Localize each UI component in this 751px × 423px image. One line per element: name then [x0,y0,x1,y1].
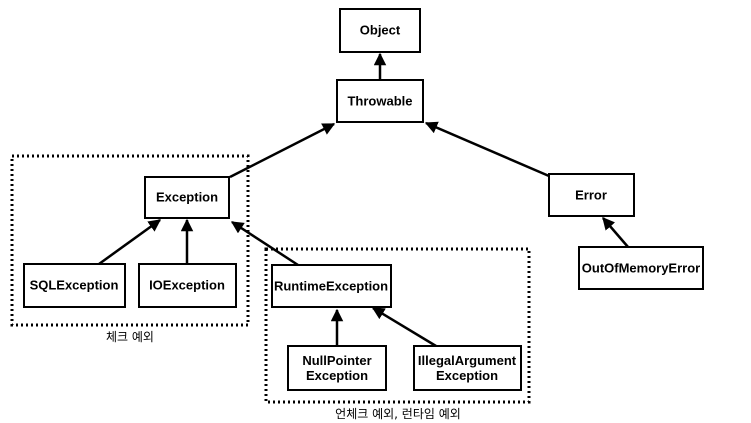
error-node-label: Error [575,188,607,203]
object-node-box [339,8,421,53]
exception-node: Exception [144,176,230,219]
object-node: Object [339,8,421,53]
nullpointerexception-node-box [287,345,387,391]
object-node-label: Object [360,23,401,38]
throwable-node: Throwable [336,79,424,123]
node-label-line: Exception [436,368,498,383]
edge-outofmemoryerror-to-error [602,217,629,248]
outofmemoryerror-node-label: OutOfMemoryError [582,261,700,276]
outofmemoryerror-node: OutOfMemoryError [578,246,704,290]
edge-runtimeexception-to-exception [230,220,299,267]
node-label-line: IOException [149,278,225,293]
sqlexception-node-label: SQLException [30,278,119,293]
edge-sqlexception-to-exception [98,218,162,266]
node-label-line: IllegalArgument [418,353,517,368]
outofmemoryerror-node-box [578,246,704,290]
checked-exception-group-label: 체크 예외 [106,330,154,344]
unchecked-exception-group-label: 언체크 예외, 런타임 예외 [335,407,461,421]
ioexception-node: IOException [138,263,237,308]
ioexception-node-box [138,263,237,308]
exception-node-box [144,176,230,219]
error-node-box [548,173,635,217]
throwable-node-label: Throwable [347,94,412,109]
node-label-line: Exception [306,368,368,383]
unchecked-exception-group [264,247,531,404]
sqlexception-node: SQLException [23,263,126,308]
node-label-line: SQLException [30,278,119,293]
illegalargumentexception-node-box [413,345,522,391]
node-label-line: Error [575,188,607,203]
node-label-line: OutOfMemoryError [582,261,700,276]
edge-illegalargumentexception-to-runtimeexception [371,306,437,348]
error-node: Error [548,173,635,217]
sqlexception-node-box [23,263,126,308]
node-label-line: RuntimeException [274,279,388,294]
ioexception-node-label: IOException [149,278,225,293]
node-label-line: NullPointer [302,353,371,368]
node-label-line: Throwable [347,94,412,109]
checked-exception-group [10,154,250,327]
node-label-line: Exception [156,190,218,205]
runtimeexception-node: RuntimeException [271,264,392,308]
edge-exception-to-throwable [229,122,336,179]
runtimeexception-node-box [271,264,392,308]
inheritance-edges [98,52,629,348]
edge-error-to-throwable [424,121,550,178]
throwable-node-box [336,79,424,123]
exception-node-label: Exception [156,190,218,205]
runtimeexception-node-label: RuntimeException [274,279,388,294]
node-label-line: Object [360,23,401,38]
